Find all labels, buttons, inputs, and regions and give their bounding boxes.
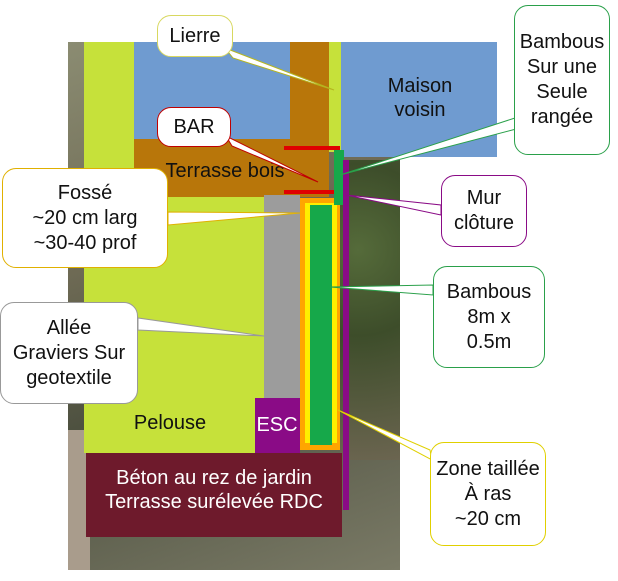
callout-mur-cloture: Mur clôture <box>441 175 527 247</box>
bar-leader <box>224 134 319 183</box>
stairs-label: ESC <box>256 414 298 436</box>
callout-lierre: Lierre <box>157 15 233 57</box>
stairs-block <box>255 398 300 453</box>
aerial-trees <box>340 160 400 460</box>
bambous-size-leader <box>329 284 434 296</box>
bamboo-hedge <box>310 205 332 445</box>
callout-allee: Allée Graviers Sur geotextile <box>0 302 138 404</box>
wood-terrace-label: Terrasse bois <box>165 160 285 182</box>
mur-cloture-leader <box>345 194 442 216</box>
neighbour-house-label: Maison voisin <box>387 75 453 121</box>
fosse-leader <box>167 211 301 226</box>
callout-fosse: Fossé ~20 cm larg ~30-40 prof <box>2 168 168 268</box>
concrete-terrace-label: Béton au rez de jardin Terrasse surélevé… <box>105 467 323 513</box>
lawn-strip <box>329 42 341 152</box>
allee-leader <box>137 317 265 337</box>
boundary-wall <box>343 160 349 510</box>
callout-zone-taillee: Zone taillée À ras ~20 cm <box>430 442 546 546</box>
lawn-label: Pelouse <box>133 412 207 434</box>
concrete-terrace <box>86 453 342 537</box>
lierre-leader <box>223 46 335 91</box>
gravel-path <box>264 195 300 398</box>
callout-bar: BAR <box>157 107 231 147</box>
aerial-path <box>68 430 90 570</box>
callout-bambous-size: Bambous 8m x 0.5m <box>433 266 545 368</box>
bamboo-single-row <box>334 150 344 205</box>
bambous-rangee-leader <box>339 117 521 176</box>
callout-bambous-rangee: Bambous Sur une Seule rangée <box>514 5 610 155</box>
zone-taillee-leader <box>337 409 433 461</box>
